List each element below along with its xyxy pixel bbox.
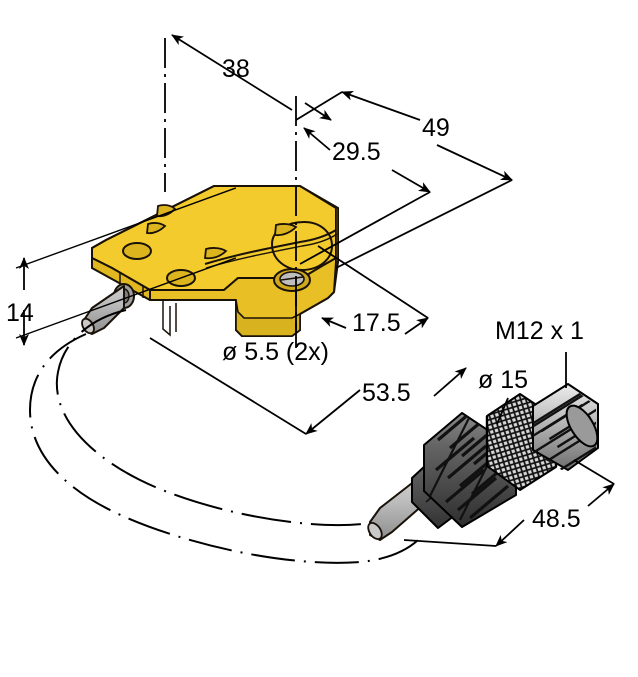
extline-485-left xyxy=(403,539,497,547)
dim-29-5: 29.5 xyxy=(332,138,381,166)
dimline-485-b xyxy=(587,483,615,507)
dim-14: 14 xyxy=(6,299,34,327)
cable-loop-inner xyxy=(55,309,417,527)
dim-48-5: 48.5 xyxy=(532,505,581,533)
sensor-notch-top-left xyxy=(156,204,177,218)
dimline-175-b xyxy=(404,317,429,335)
sensor-face-engraving xyxy=(204,229,337,265)
m12-connector-group xyxy=(367,383,599,541)
sensor-notch-top-left-2 xyxy=(146,222,167,235)
extline-14-bot xyxy=(15,257,237,339)
dimline-38-right xyxy=(304,102,332,121)
dimline-535 xyxy=(433,367,467,397)
sensor-face-engraving-2 xyxy=(205,233,338,269)
dim-hole-diameter: ø 5.5 (2x) xyxy=(222,338,329,366)
sensor-flange-step xyxy=(235,299,301,337)
dimline-49-b xyxy=(436,144,513,181)
sensor-notch-right xyxy=(274,223,298,237)
sensor-rib-c xyxy=(162,300,171,337)
sensor-body-group xyxy=(81,185,339,337)
cable-loop-group xyxy=(28,309,425,564)
dimline-38 xyxy=(171,34,293,111)
dimline-295-b xyxy=(391,169,431,193)
extline-14-top xyxy=(15,187,237,269)
extline-485-right xyxy=(573,459,615,485)
sensor-notch-mid xyxy=(204,247,228,260)
dimline-175 xyxy=(321,317,347,329)
extline-535 xyxy=(149,337,307,435)
dim-53-5: 53.5 xyxy=(362,379,411,407)
extline-295 xyxy=(299,191,431,265)
connector-cable-end xyxy=(367,522,383,540)
dimline-485 xyxy=(495,519,525,547)
cable-loop-outer xyxy=(28,333,425,564)
extline-175 xyxy=(317,245,429,319)
dimline-535-b xyxy=(305,389,361,435)
dim-38: 38 xyxy=(222,55,250,83)
extline-49-right xyxy=(335,179,513,269)
leader-dia15 xyxy=(496,397,509,425)
dimension-text-group: 38 29.5 49 14 17.5 ø 5.5 (2x) 53.5 M12 x… xyxy=(6,55,584,533)
dimline-49 xyxy=(341,91,421,121)
dim-17-5: 17.5 xyxy=(352,309,401,337)
sensor-right-facet xyxy=(335,207,339,263)
dim-connector-diameter: ø 15 xyxy=(478,366,528,394)
connector-nose-face xyxy=(565,404,599,448)
dim-m12-thread: M12 x 1 xyxy=(495,317,584,345)
mounting-hole-right-slot xyxy=(280,276,304,281)
dimension-lines-group xyxy=(15,34,615,547)
mounting-hole-left xyxy=(122,242,152,260)
dim-49: 49 xyxy=(422,114,450,142)
dimline-295 xyxy=(303,127,331,151)
extline-49-left xyxy=(295,91,343,121)
